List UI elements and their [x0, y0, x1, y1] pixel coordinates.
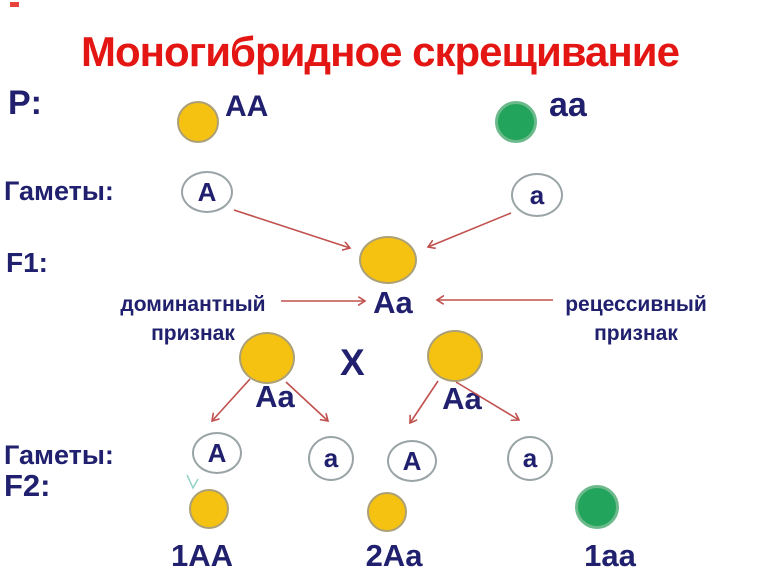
cross-right-parent-circle — [427, 330, 483, 382]
page-title: Моногибридное скрещивание — [81, 28, 680, 75]
row-label-p: P: — [8, 84, 42, 122]
gamete2-circle-a1: a — [308, 436, 354, 481]
p-parent-dominant-circle — [177, 101, 219, 143]
gamete-letter: A — [402, 445, 422, 476]
f2-circle-AA — [189, 489, 229, 529]
gamete-circle-A-left: A — [181, 171, 233, 213]
recessive-trait-note: рецессивный признак — [556, 290, 716, 348]
gamete2-circle-A2: A — [387, 440, 437, 482]
gamete-letter: a — [529, 179, 545, 210]
gamete-letter: A — [197, 176, 217, 207]
cross-left-parent-circle — [239, 332, 295, 384]
f2-circle-aa — [575, 485, 619, 529]
corner-artifact — [10, 2, 19, 7]
row-label-gametes-1: Гаметы: — [4, 176, 114, 206]
dominant-trait-line2: признак — [151, 322, 235, 345]
cross-right-genotype: Aa — [442, 381, 482, 416]
gamete2-circle-A1: A — [192, 432, 242, 474]
f2-ratio-aa: 1aa — [584, 538, 636, 573]
gamete-letter: a — [323, 443, 339, 473]
f1-genotype: Aa — [373, 285, 413, 320]
cross-left-genotype: Aa — [255, 379, 295, 414]
p-left-genotype: AA — [225, 90, 269, 123]
cross-symbol: X — [340, 342, 365, 383]
cursor-artifact-mark — [186, 474, 199, 490]
f1-hybrid-circle — [359, 236, 417, 284]
recessive-trait-line1: рецессивный — [565, 293, 707, 316]
dominant-trait-note: доминантный признак — [113, 290, 273, 348]
dominant-trait-line1: доминантный — [120, 293, 266, 316]
arrow-gametea-to-f1 — [428, 212, 512, 247]
f2-ratio-Aa: 2Aa — [365, 538, 423, 573]
p-right-genotype: aa — [549, 86, 587, 124]
recessive-trait-line2: признак — [594, 322, 678, 345]
gamete2-circle-a2: a — [507, 436, 553, 481]
gamete-circle-a-right: a — [511, 173, 563, 217]
arrow-gameteA-to-f1 — [233, 209, 350, 248]
row-label-f2: F2: — [4, 468, 51, 503]
row-label-f1: F1: — [6, 247, 48, 278]
gamete-letter: A — [207, 437, 227, 468]
p-parent-recessive-circle — [495, 101, 537, 143]
gamete-letter: a — [522, 443, 538, 473]
f2-ratio-AA: 1AA — [170, 538, 233, 573]
row-label-gametes-2: Гаметы: — [4, 440, 114, 470]
f2-circle-Aa — [367, 492, 407, 532]
